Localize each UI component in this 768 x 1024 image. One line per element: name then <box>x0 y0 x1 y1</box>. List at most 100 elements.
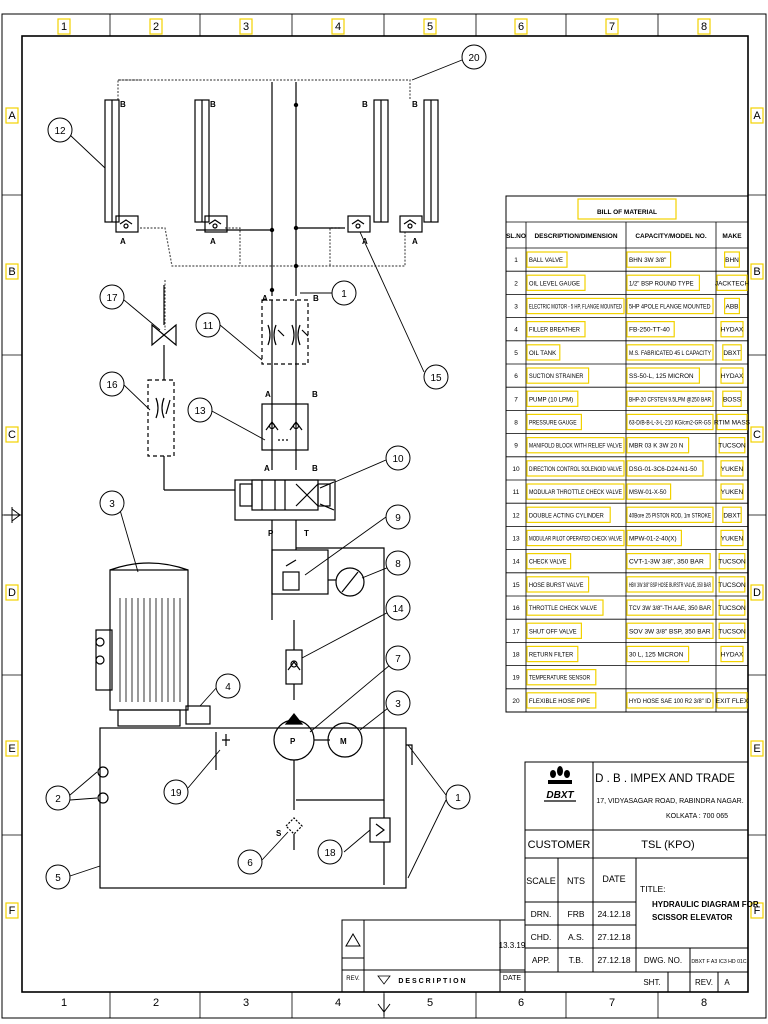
bom-description: MODULAR THROTTLE CHECK VALVE <box>529 489 623 496</box>
bom-cell-highlight <box>720 529 744 547</box>
svg-text:9: 9 <box>395 513 401 524</box>
check-valve-14 <box>285 620 303 700</box>
grid-col-label-bottom: 8 <box>701 997 707 1009</box>
hydraulic-circuit <box>95 79 439 889</box>
revision-col-description: D E S C R I P T I O N <box>398 978 465 985</box>
bom-model: MSW-01-X-50 <box>629 489 667 496</box>
bom-cell-highlight <box>526 390 579 408</box>
port-label: P <box>268 529 274 538</box>
bom-cell-highlight <box>720 483 744 500</box>
rev-value: A <box>724 978 730 987</box>
bom-cell-highlight <box>626 529 683 547</box>
bom-header: MAKE <box>722 233 742 240</box>
bom-cell-highlight <box>626 413 714 431</box>
bom-sl-no: 9 <box>514 443 518 450</box>
cylinder-1 <box>104 99 139 233</box>
bom-model: TCV 3W 3/8"-TH AAE, 350 BAR <box>629 605 711 612</box>
bom-description: CHECK VALVE <box>529 559 567 566</box>
bom-sl-no: 10 <box>512 466 520 473</box>
bom-sl-no: 20 <box>512 698 520 705</box>
grid-col-label-bottom: 3 <box>243 997 249 1009</box>
bom-cell-highlight <box>626 390 714 408</box>
svg-text:2: 2 <box>55 794 61 805</box>
bom-description: HOSE BURST VALVE <box>529 582 584 589</box>
drn-label: DRN. <box>531 909 552 919</box>
bom-sl-no: 16 <box>512 605 520 612</box>
svg-text:19: 19 <box>170 788 182 799</box>
bom-sl-no: 6 <box>514 373 518 380</box>
port-label: S <box>276 829 282 838</box>
hose-mid <box>225 227 241 266</box>
bom-cell-highlight <box>716 692 748 709</box>
cylinder-3 <box>347 99 389 233</box>
bom-make: ABB <box>725 304 738 311</box>
grid-label-highlights <box>5 18 764 919</box>
grid-row-label-left: A <box>8 110 16 122</box>
bom-make: HYDAX <box>721 373 744 380</box>
bom-cell-highlight <box>720 460 744 477</box>
bom-description: BALL VALVE <box>529 257 564 264</box>
company-address-line2: KOLKATA : 700 065 <box>666 813 728 820</box>
grid-row-label-left: C <box>8 429 16 441</box>
bom-make: TUCSON <box>718 605 746 612</box>
oil-level-gauge <box>97 792 109 804</box>
svg-text:20: 20 <box>468 53 480 64</box>
bom-model: BHN 3W 3/8" <box>629 257 667 264</box>
bom-cell-highlight <box>526 552 572 570</box>
bom-sl-no: 3 <box>514 304 518 311</box>
bom-cell-highlight <box>526 344 561 361</box>
svg-text:DBXT: DBXT <box>546 790 574 801</box>
port-label: B <box>210 100 216 109</box>
return-filter-18 <box>369 800 391 885</box>
bom-model: 5HP 4POLE FLANGE MOUNTED <box>629 304 711 311</box>
grid-row-label-left: E <box>8 743 15 755</box>
bom-description: DIRECTION CONTROL SOLENOID VALVE <box>529 466 622 473</box>
revision-block <box>341 919 526 993</box>
grid-col-label-top: 4 <box>335 21 341 33</box>
svg-text:8: 8 <box>395 559 401 570</box>
sheet-label: SHT. <box>643 978 660 987</box>
bom-cell-highlight <box>718 576 746 593</box>
svg-text:18: 18 <box>324 848 336 859</box>
bom-sl-no: 17 <box>512 628 520 635</box>
svg-text:16: 16 <box>106 380 118 391</box>
bom-header: SL.NO <box>506 233 526 240</box>
company-logo: DBXT <box>544 766 576 802</box>
grid-row-label-right: A <box>753 110 761 122</box>
revision-date-value: 13.3.19 <box>499 941 526 950</box>
balloon-7: 7 <box>385 645 411 671</box>
bom-model: SS-50-L, 125 MICRON <box>629 373 694 380</box>
bom-cell-highlight <box>718 552 746 570</box>
bom-cell-highlight <box>718 622 746 640</box>
bom-make: BHN <box>725 257 739 264</box>
junction-dot <box>269 227 275 233</box>
pilot-check-valve-13 <box>261 385 309 470</box>
cylinder-4 <box>399 99 439 233</box>
title-line-1: HYDRAULIC DIAGRAM FOR <box>652 900 759 909</box>
bom-sl-no: 15 <box>512 582 520 589</box>
balloon-9: 9 <box>385 504 411 530</box>
svg-text:4: 4 <box>225 682 231 693</box>
company-address-line1: 17, VIDYASAGAR ROAD, RABINDRA NAGAR. <box>596 798 743 805</box>
port-label: A <box>210 237 216 246</box>
bom-description: DOUBLE ACTING CYLINDER <box>529 512 604 519</box>
revision-col-date: DATE <box>503 975 521 982</box>
bom-description: OIL TANK <box>529 350 557 357</box>
chd-date: 27.12.18 <box>597 932 630 942</box>
port-label: B <box>412 100 418 109</box>
centering-mark-bottom <box>377 994 391 1016</box>
grid-col-label-bottom: 6 <box>518 997 524 1009</box>
bom-cell-highlight <box>626 251 672 268</box>
centering-mark-left <box>4 507 21 523</box>
line-a-b-connect <box>196 227 345 231</box>
bom-cell-highlight <box>526 367 590 384</box>
bom-model: 40Bore 25 PISTON ROD, 1m STROKE <box>629 512 711 519</box>
